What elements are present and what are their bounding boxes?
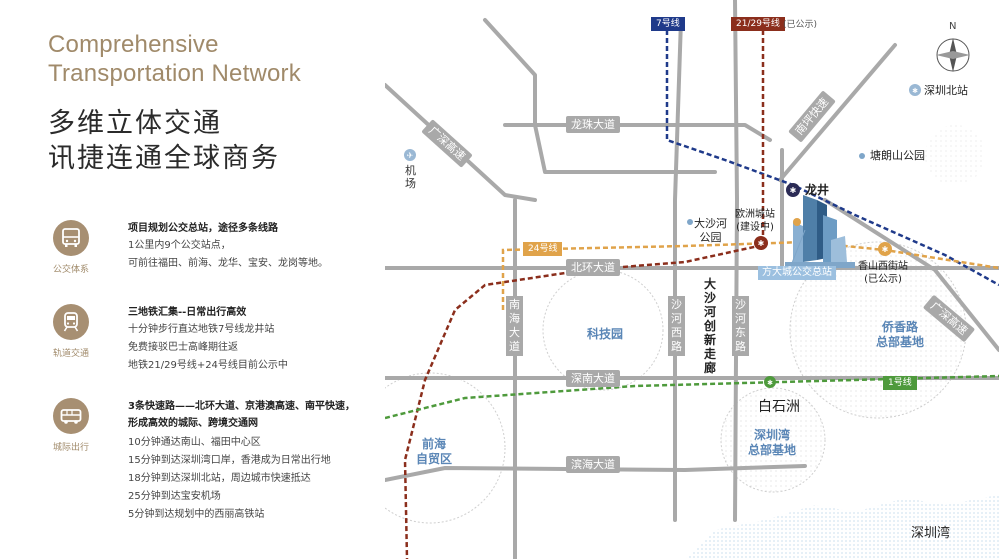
feature-line: 10分钟通达南山、福田中心区 [128, 437, 261, 448]
road-shennan-tag: 深南大道 [566, 370, 620, 387]
shenzhenwan-hq-label: 深圳湾 总部基地 [748, 428, 797, 457]
road-guangshen-se [823, 198, 999, 352]
road-binhai-tag: 滨海大道 [566, 456, 620, 473]
feature-caption: 公交体系 [52, 265, 89, 275]
shenzhen-north-label: 深圳北站 [924, 84, 968, 97]
airport-icon [404, 149, 416, 161]
line-1-tag: 1号线 [883, 376, 917, 390]
dashahe-corridor-label: 大 沙 河 创 新 走 廊 [703, 277, 716, 375]
road-longzhu-tag: 龙珠大道 [566, 116, 620, 133]
feature-line: 25分钟到达宝安机场 [128, 491, 221, 502]
bus-terminal-callout [789, 229, 806, 269]
road-connector [533, 123, 717, 174]
tanglangshan-label: 塘朗山公园 [870, 149, 925, 162]
compass-north-label: N [949, 21, 957, 32]
dashahe-park-label: 大沙河 公园 [694, 217, 727, 244]
road-shahe-east-tag: 沙 河 东 路 [732, 296, 749, 356]
line-7-tag: 7号线 [651, 17, 685, 31]
shenzhen-bay-label: 深圳湾 [911, 526, 951, 541]
metro-icon [53, 304, 89, 340]
compass-icon [936, 38, 970, 72]
road-guangshen-nw [385, 83, 537, 202]
line-24-tag: 24号线 [523, 242, 563, 256]
metro-line-2129 [403, 30, 765, 559]
baishizhou-station-icon [764, 376, 776, 388]
line-2129-tag: 21/29号线 [731, 17, 785, 31]
road-nanping [778, 43, 897, 182]
longjing-label: 龙井 [805, 183, 830, 197]
feature-heading: 项目规划公交总站，途径多条线路 [128, 223, 278, 234]
district-tech-park [542, 269, 664, 391]
metro-line-1 [385, 374, 999, 420]
feature-caption: 城际出行 [52, 443, 89, 453]
shenzhen-bay-water [685, 495, 999, 559]
svg-text:✱: ✱ [767, 379, 773, 387]
svg-text:✱: ✱ [790, 186, 797, 195]
line-2129-note: (已公示) [783, 20, 818, 30]
feature-line: 十分钟步行直达地铁7号线龙井站 [128, 324, 275, 335]
road-shahe-east [733, 0, 739, 522]
map-canvas: ✱ ✱ ✱ ✱ ✈ ✱ [385, 0, 999, 559]
feature-heading: 3条快速路——北环大道、京港澳高速、南平快速， [128, 401, 355, 412]
svg-text:✱: ✱ [758, 239, 765, 248]
feature-line: 免费接驳巴士高峰期往返 [128, 342, 238, 353]
coach-icon [53, 398, 89, 434]
road-beihuan-tag: 北环大道 [566, 259, 620, 276]
chinese-title: 多维立体交通 讯捷连通全球商务 [48, 108, 280, 174]
ouzhoucheng-label: 欧洲城站 (建设中) [735, 209, 775, 233]
feature-heading: 形成高效的城际、跨境交通网 [128, 418, 258, 429]
road-shahe-west [673, 18, 683, 522]
info-panel: Comprehensive Transportation Network 多维立… [0, 0, 385, 559]
feature-line: 可前往福田、前海、龙华、宝安、龙岗等地。 [128, 258, 328, 269]
metro-line-24 [501, 240, 999, 310]
project-marker-icon [793, 218, 801, 226]
feature-line: 地铁21/29号线+24号线目前公示中 [128, 360, 288, 371]
longjing-station-icon [786, 183, 800, 197]
tanglangshan-dot [859, 153, 865, 159]
ouzhoucheng-station-icon [754, 236, 768, 250]
feature-line: 1公里内9个公交站点， [128, 240, 231, 251]
airport-label: 机 场 [405, 164, 416, 190]
svg-text:✈: ✈ [407, 151, 414, 160]
road-north-diagonal [483, 18, 537, 127]
road-shahe-west-tag: 沙 河 西 路 [668, 296, 685, 356]
feature-line: 5分钟到达规划中的西丽高铁站 [128, 509, 265, 520]
project-buildings [785, 195, 855, 268]
road-nanhai-tag: 南 海 大 道 [506, 296, 523, 356]
xiangshan-station-icon [878, 242, 892, 256]
english-title: Comprehensive Transportation Network [48, 31, 301, 87]
svg-text:✱: ✱ [882, 245, 889, 254]
district-tanglangshan [925, 125, 985, 185]
tech-park-label: 科技园 [587, 327, 624, 341]
shenzhen-north-station-icon [909, 84, 921, 96]
bus-terminal-label: 方大城公交总站 [758, 266, 836, 280]
feature-caption: 轨道交通 [52, 349, 89, 359]
baishizhou-label: 白石洲 [758, 399, 800, 415]
feature-line: 15分钟到达深圳湾口岸，香港成为日常出行地 [128, 455, 331, 466]
dashahe-park-dot [687, 219, 693, 225]
transport-map: ✱ ✱ ✱ ✱ ✈ ✱ [385, 0, 999, 559]
qiaoxiang-label: 侨香路 总部基地 [876, 320, 925, 349]
xiangshan-station-label: 香山西街站 (已公示) [858, 261, 908, 285]
road-binhai [385, 464, 807, 482]
bus-icon [53, 220, 89, 256]
svg-text:✱: ✱ [912, 87, 918, 95]
qianhai-label: 前海 自贸区 [416, 437, 453, 466]
feature-heading: 三地铁汇集--日常出行高效 [128, 307, 247, 318]
feature-line: 18分钟到达深圳北站，周边城市快速抵达 [128, 473, 311, 484]
district-qianhai [385, 372, 506, 524]
